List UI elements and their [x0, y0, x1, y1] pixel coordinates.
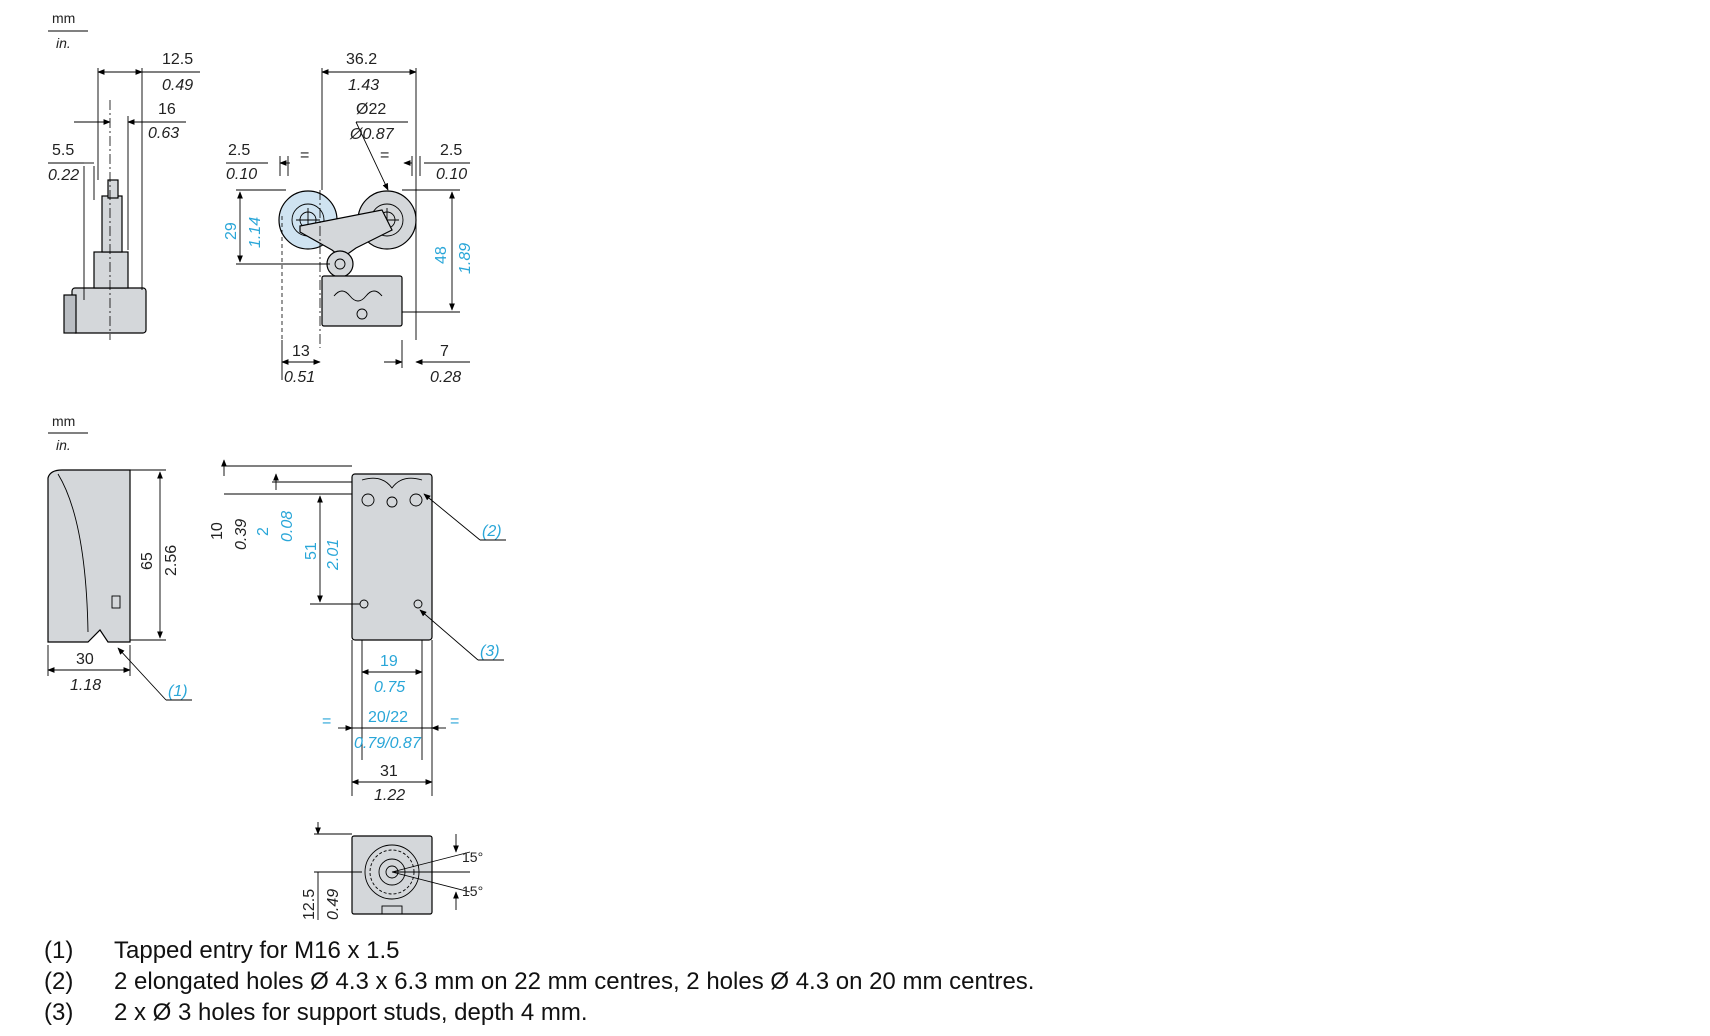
dim-1-22: 1.22: [374, 787, 405, 804]
dim-2-56: 2.56: [163, 545, 180, 576]
dim-2: 2: [255, 527, 272, 536]
dim-dia-22: Ø22: [356, 101, 386, 118]
plunger: [101, 195, 123, 253]
callout-3: (3): [480, 643, 500, 660]
note-number: (3): [44, 998, 74, 1026]
body-side-view: 65 2.56 30 1.18 (1): [47, 469, 192, 701]
dim-1-43: 1.43: [348, 77, 379, 94]
dim-1-89: 1.89: [457, 243, 474, 274]
callout-2: (2): [482, 523, 502, 540]
unit-mm: mm: [52, 10, 75, 26]
angle-top: 15°: [462, 849, 483, 865]
dim-20-22: 20/22: [368, 709, 408, 726]
unit-legend-top: mm in.: [48, 10, 88, 51]
dim-19: 19: [380, 653, 398, 670]
dim-right-2-5: 2.5: [440, 142, 462, 159]
dim-1-18: 1.18: [70, 677, 101, 694]
dim-13: 13: [292, 343, 310, 360]
note-text: 2 elongated holes Ø 4.3 x 6.3 mm on 22 m…: [114, 967, 1035, 995]
dim-10: 10: [209, 522, 226, 540]
dim-0-49-head: 0.49: [325, 889, 342, 920]
dim-12-5-head: 12.5: [301, 889, 318, 920]
head-top-view: 15° 15° 12.5 0.49: [301, 822, 483, 920]
dim-0-79-0-87: 0.79/0.87: [354, 735, 422, 752]
dim-0-08: 0.08: [279, 511, 296, 542]
dim-7: 7: [440, 343, 449, 360]
dim-30: 30: [76, 651, 94, 668]
angle-bottom: 15°: [462, 883, 483, 899]
dim-5-5: 5.5: [52, 142, 74, 159]
roller-front-view: 36.2 1.43 Ø22 Ø0.87 2.5 0.10 = = 2.5 0.1…: [223, 51, 474, 386]
dim-0-51: 0.51: [284, 369, 315, 386]
side-body: [47, 469, 131, 643]
dim-0-49: 0.49: [162, 77, 193, 94]
note-3: (3) 2 x Ø 3 holes for support studs, dep…: [44, 997, 1244, 1028]
dim-0-28: 0.28: [430, 369, 461, 386]
body-front-view: 10 0.39 2 0.08 51 2.01 (2) (3) 19 0.75 =…: [209, 459, 506, 804]
dim-1-14: 1.14: [247, 217, 264, 248]
eq-body-right: =: [450, 713, 459, 730]
lever-arm: [299, 209, 393, 259]
dim-left-2-5: 2.5: [228, 142, 250, 159]
note-number: (1): [44, 936, 74, 964]
dim-36-2: 36.2: [346, 51, 377, 68]
note-text: 2 x Ø 3 holes for support studs, depth 4…: [114, 998, 588, 1026]
dim-0-22: 0.22: [48, 167, 79, 184]
callout-1: (1): [168, 683, 188, 700]
unit-legend-bottom: mm in.: [48, 413, 88, 453]
dim-left-0-10: 0.10: [226, 166, 257, 183]
dim-dia-0-87: Ø0.87: [349, 126, 395, 143]
lever-hub: [326, 250, 354, 278]
note-1: (1) Tapped entry for M16 x 1.5: [44, 935, 1244, 966]
eq-body-left: =: [322, 713, 331, 730]
base-flange: [63, 294, 77, 334]
notes-list: (1) Tapped entry for M16 x 1.5 (2) 2 elo…: [44, 935, 1244, 1028]
note-2: (2) 2 elongated holes Ø 4.3 x 6.3 mm on …: [44, 966, 1244, 997]
unit-mm-2: mm: [52, 413, 75, 429]
unit-in-2: in.: [56, 437, 71, 453]
note-number: (2): [44, 967, 74, 995]
head-body: [321, 275, 403, 327]
eq-right: =: [380, 147, 389, 164]
dim-12-5: 12.5: [162, 51, 193, 68]
dim-29: 29: [223, 222, 240, 240]
dim-31: 31: [380, 763, 398, 780]
dim-2-01: 2.01: [325, 539, 342, 571]
roller-side-view: 12.5 0.49 16 0.63 5.5 0.22: [48, 51, 200, 340]
dim-65: 65: [139, 552, 156, 570]
eq-left: =: [300, 147, 309, 164]
unit-in: in.: [56, 35, 71, 51]
front-body: [351, 473, 433, 641]
dim-16: 16: [158, 101, 176, 118]
dim-0-63: 0.63: [148, 125, 179, 142]
dim-0-75: 0.75: [374, 679, 405, 696]
dim-48: 48: [433, 246, 450, 264]
dim-0-39: 0.39: [233, 519, 250, 550]
dim-51: 51: [303, 542, 320, 560]
head-block: [93, 251, 129, 289]
head-square: [351, 835, 433, 915]
note-text: Tapped entry for M16 x 1.5: [114, 936, 400, 964]
plunger-tip: [107, 179, 119, 199]
dim-right-0-10: 0.10: [436, 166, 467, 183]
switch-base: [71, 287, 147, 334]
